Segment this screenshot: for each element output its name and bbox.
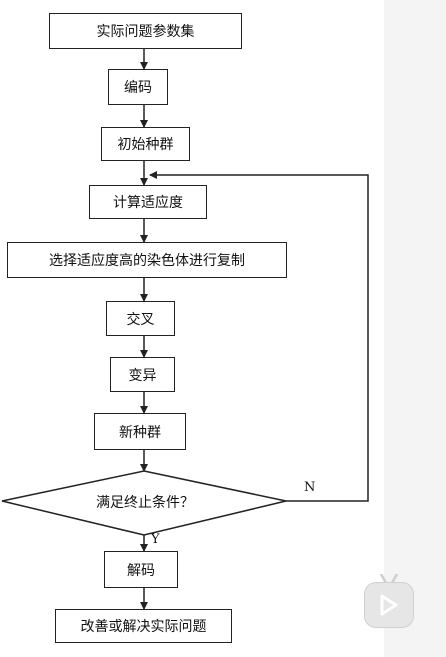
step-problem-params: 实际问题参数集 xyxy=(49,13,242,49)
step-mutation: 变异 xyxy=(110,357,175,392)
termination-diamond xyxy=(1,470,287,536)
edge-label-yes: Y xyxy=(151,532,160,547)
video-side-strip xyxy=(384,0,446,657)
step-solve-problem: 改善或解决实际问题 xyxy=(55,609,232,643)
edge-label-no: N xyxy=(304,480,316,495)
step-termination-check: 满足终止条件？ xyxy=(96,495,194,511)
step-encode: 编码 xyxy=(108,69,168,105)
loop-back-arrow xyxy=(149,171,369,502)
play-button[interactable] xyxy=(364,582,414,628)
step-select-copy: 选择适应度高的染色体进行复制 xyxy=(7,242,287,278)
play-ears-icon xyxy=(379,574,399,584)
play-icon xyxy=(380,594,398,616)
step-crossover: 交叉 xyxy=(106,301,175,336)
step-new-population: 新种群 xyxy=(94,413,186,450)
step-decode: 解码 xyxy=(104,551,178,588)
step-init-population: 初始种群 xyxy=(101,127,190,161)
step-compute-fitness: 计算适应度 xyxy=(89,185,207,219)
